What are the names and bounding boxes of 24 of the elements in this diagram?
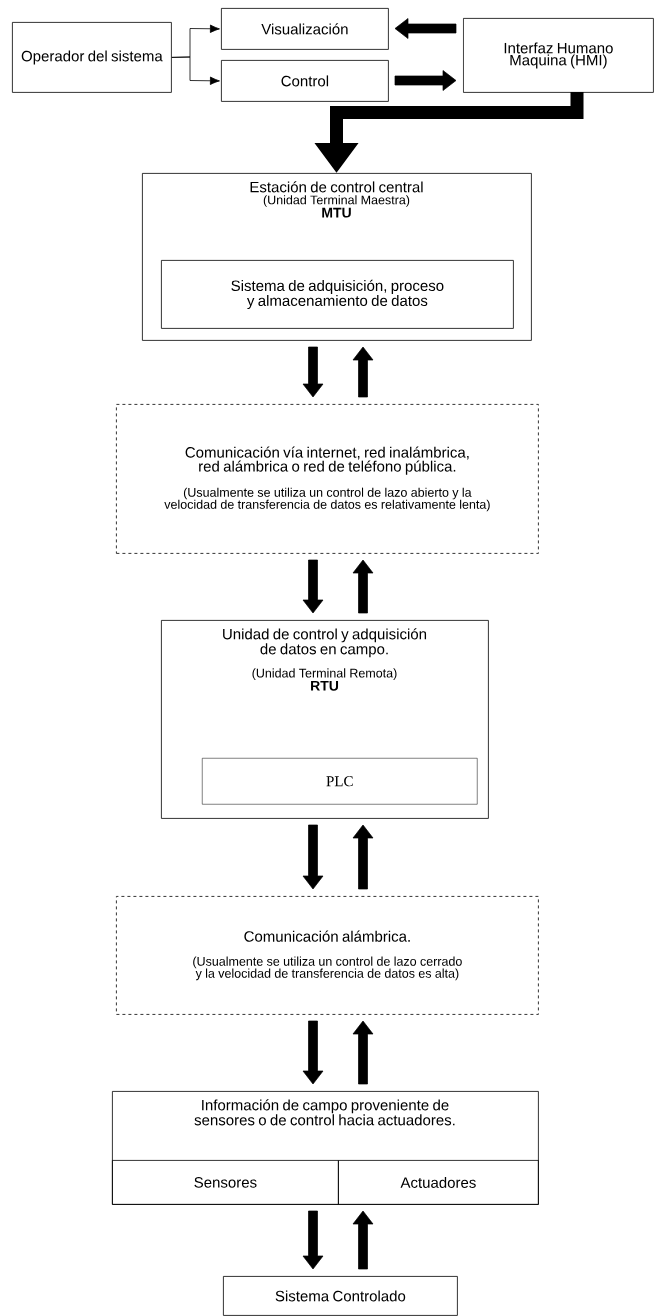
block-arrow xyxy=(352,346,374,398)
arrow xyxy=(171,56,220,85)
block-arrow xyxy=(302,346,324,398)
block-arrow xyxy=(302,559,324,614)
table-cell: Actuadores xyxy=(338,1160,539,1205)
process-box: Sistema de adquisición, proceso y almacenamiento de datos xyxy=(161,260,514,329)
block-arrow xyxy=(352,824,374,890)
block-arrow xyxy=(302,824,324,890)
communication-box: Comunicación alámbrica. (Usualmente se utiliza un control de lazo cerrado y la velocidad de transferencia de datos es alta) xyxy=(116,896,539,1015)
operator-box: Operador del sistema xyxy=(12,22,172,93)
block-arrow xyxy=(352,559,374,614)
block-arrow xyxy=(394,70,457,91)
table-cell: Sensores xyxy=(112,1160,339,1205)
process-box: Control xyxy=(221,60,389,102)
block-arrow xyxy=(302,1210,324,1270)
block-arrow xyxy=(302,1020,324,1085)
block-arrow xyxy=(352,1210,374,1270)
process-box: Sistema Controlado xyxy=(223,1276,458,1316)
plc-box: PLC xyxy=(202,758,478,805)
block-arrow xyxy=(394,18,457,39)
block-arrow xyxy=(352,1020,374,1085)
process-box: Interfaz Humano Maquina (HMI) xyxy=(463,18,654,93)
process-box: Visualización xyxy=(221,8,389,50)
communication-box: Comunicación vía internet, red inalámbrica, red alámbrica o red de teléfono pública. (Usualmente se utiliza un control de lazo abierto y la velocidad de transferencia de datos es relativamente lenta) xyxy=(116,404,539,554)
